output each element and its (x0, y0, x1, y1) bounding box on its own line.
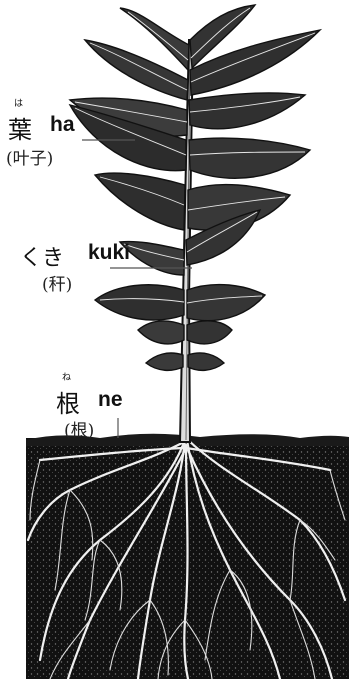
stem-chinese: (秆) (42, 270, 72, 295)
leaf-chinese: (叶子) (6, 144, 53, 169)
stem-romaji: kuki (88, 241, 130, 265)
root-ruby: ね (62, 370, 71, 383)
stem-kana: くき (20, 240, 64, 272)
root-kanji: 根 (56, 384, 80, 419)
leaves (70, 5, 320, 370)
root-romaji: ne (98, 388, 123, 412)
leaf-kanji: 葉 (8, 110, 32, 145)
leaf-romaji: ha (50, 113, 75, 137)
root-chinese: (根) (64, 416, 94, 441)
leaf-ruby: は (14, 96, 23, 109)
